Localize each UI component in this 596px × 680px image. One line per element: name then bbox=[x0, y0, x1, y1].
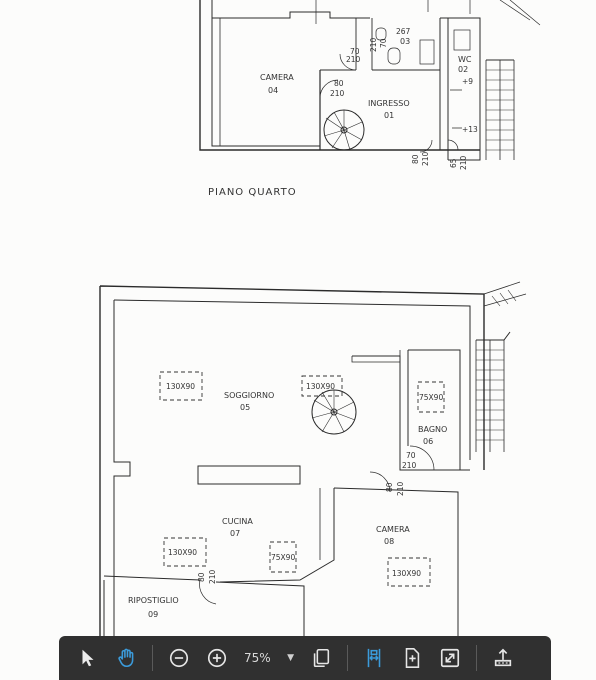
svg-text:210: 210 bbox=[459, 155, 468, 170]
toolbar-separator bbox=[476, 645, 477, 671]
chevron-down-icon: ▼ bbox=[287, 653, 294, 663]
hand-tool-button[interactable] bbox=[109, 641, 143, 675]
room-label-wc: WC bbox=[458, 55, 472, 64]
select-tool-button[interactable] bbox=[71, 641, 105, 675]
viewer-toolbar: 75% ▼ bbox=[59, 636, 551, 680]
room-label-soggiorno: SOGGIORNO bbox=[224, 391, 274, 400]
svg-text:210: 210 bbox=[396, 481, 405, 496]
svg-text:70: 70 bbox=[350, 47, 360, 56]
svg-text:267: 267 bbox=[396, 27, 411, 36]
pointer-icon bbox=[82, 649, 94, 667]
fit-page-icon bbox=[405, 648, 420, 668]
svg-text:130X90: 130X90 bbox=[166, 382, 195, 391]
zoom-value: 75% bbox=[244, 651, 271, 665]
room-number-04: 04 bbox=[268, 86, 278, 95]
svg-text:80: 80 bbox=[411, 154, 420, 164]
room-number-09: 09 bbox=[148, 610, 158, 619]
zoom-out-button[interactable] bbox=[162, 641, 196, 675]
svg-text:210: 210 bbox=[369, 37, 378, 52]
room-label-ripostiglio: RIPOSTIGLIO bbox=[128, 596, 179, 605]
room-number-01: 01 bbox=[384, 111, 394, 120]
room-label-camera-08: CAMERA bbox=[376, 525, 410, 534]
page-view-button[interactable] bbox=[304, 641, 338, 675]
toolbar-separator bbox=[347, 645, 348, 671]
fit-page-button[interactable] bbox=[395, 641, 429, 675]
room-number-02: 02 bbox=[458, 65, 468, 74]
svg-text:80: 80 bbox=[197, 572, 206, 582]
svg-text:210: 210 bbox=[346, 55, 361, 64]
svg-text:+9: +9 bbox=[462, 77, 473, 86]
svg-text:70: 70 bbox=[406, 451, 416, 460]
room-label-ingresso: INGRESSO bbox=[368, 99, 410, 108]
svg-text:70: 70 bbox=[379, 38, 388, 48]
zoom-in-button[interactable] bbox=[200, 641, 234, 675]
room-number-03: 03 bbox=[400, 37, 410, 46]
svg-text:210: 210 bbox=[421, 151, 430, 166]
room-number-08: 08 bbox=[384, 537, 394, 546]
floor-title: PIANO QUARTO bbox=[208, 187, 297, 198]
svg-text:80: 80 bbox=[385, 482, 394, 492]
room-label-camera-04: CAMERA bbox=[260, 73, 294, 82]
fit-width-icon bbox=[367, 648, 381, 668]
zoom-level-dropdown[interactable]: 75% ▼ bbox=[238, 644, 300, 672]
svg-text:210: 210 bbox=[330, 89, 345, 98]
room-number-05: 05 bbox=[240, 403, 250, 412]
fit-width-button[interactable] bbox=[357, 641, 391, 675]
export-button[interactable] bbox=[486, 641, 520, 675]
svg-text:80: 80 bbox=[334, 79, 344, 88]
svg-text:130X90: 130X90 bbox=[392, 569, 421, 578]
svg-text:130X90: 130X90 bbox=[306, 382, 335, 391]
svg-text:+13: +13 bbox=[462, 125, 478, 134]
svg-text:65: 65 bbox=[449, 158, 458, 168]
room-label-cucina: CUCINA bbox=[222, 517, 253, 526]
room-label-bagno: BAGNO bbox=[418, 425, 447, 434]
svg-text:210: 210 bbox=[402, 461, 417, 470]
fullscreen-icon bbox=[440, 648, 460, 668]
zoom-out-icon bbox=[169, 648, 189, 668]
fullscreen-button[interactable] bbox=[433, 641, 467, 675]
toolbar-separator bbox=[152, 645, 153, 671]
svg-text:130X90: 130X90 bbox=[168, 548, 197, 557]
hand-icon bbox=[118, 648, 134, 668]
svg-text:75X90: 75X90 bbox=[271, 553, 295, 562]
svg-text:75X90: 75X90 bbox=[419, 393, 443, 402]
room-number-07: 07 bbox=[230, 529, 240, 538]
svg-text:210: 210 bbox=[208, 569, 217, 584]
copy-pages-icon bbox=[313, 648, 330, 668]
zoom-in-icon bbox=[207, 648, 227, 668]
room-number-06: 06 bbox=[423, 437, 433, 446]
export-icon bbox=[494, 648, 512, 667]
